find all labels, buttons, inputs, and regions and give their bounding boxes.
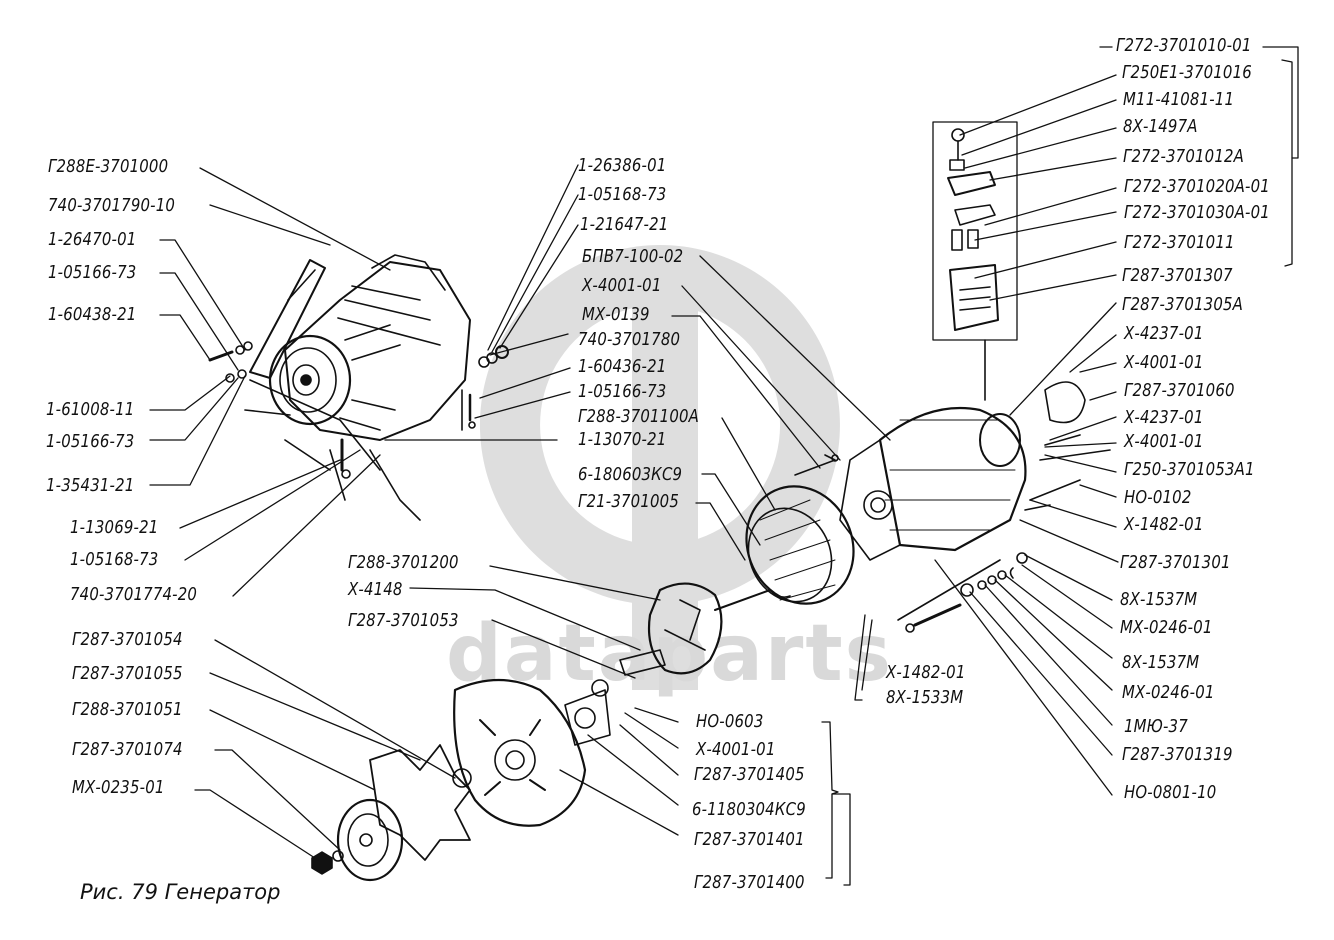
part-label: Г287-3701305А	[1122, 294, 1244, 315]
part-label: МХ-0246-01	[1122, 682, 1215, 703]
part-label: Г288-3701200	[348, 552, 459, 573]
part-label: Х-1482-01	[886, 662, 966, 683]
part-label: 1-26470-01	[48, 229, 137, 250]
part-label: Х-4148	[348, 579, 403, 600]
part-label: 1-13069-21	[70, 517, 159, 538]
part-label: Г21-3701005	[578, 491, 679, 512]
part-label: БПВ7-100-02	[582, 246, 684, 267]
drive-end-shield	[453, 678, 611, 827]
part-label: 1-60436-21	[578, 356, 667, 377]
part-label: Г287-3701400	[694, 872, 805, 893]
part-label: 8Х-1537М	[1120, 589, 1198, 610]
part-label: 1-05168-73	[70, 549, 159, 570]
watermark-stem	[632, 260, 698, 690]
part-label: МХ-0139	[582, 304, 650, 325]
part-label: Г287-3701307	[1122, 265, 1233, 286]
part-label: Г272-3701020А-01	[1124, 176, 1270, 197]
part-label: НО-0603	[696, 711, 764, 732]
part-label: 740-3701780	[578, 329, 681, 350]
pulley-fan-assembly	[311, 744, 472, 882]
part-label: 8Х-1497А	[1123, 116, 1198, 137]
mounted-generator	[208, 254, 476, 521]
part-label: МХ-0235-01	[72, 777, 165, 798]
stator	[745, 485, 855, 605]
part-label: Х-4237-01	[1124, 323, 1204, 344]
brush-holder-box	[932, 121, 1018, 401]
part-label: Г287-3701060	[1124, 380, 1235, 401]
part-label: Г287-3701405	[694, 764, 805, 785]
part-label: Г250Е1-3701016	[1122, 62, 1252, 83]
part-label: Г288Е-3701000	[48, 156, 169, 177]
part-label: 8Х-1537М	[1122, 652, 1200, 673]
part-label: 1-05166-73	[578, 381, 667, 402]
part-label: Г272-3701012А	[1123, 146, 1245, 167]
part-label: 8Х-1533М	[886, 687, 964, 708]
part-label: Х-4001-01	[582, 275, 662, 296]
part-label: Г288-3701100А	[578, 406, 700, 427]
leader-lines	[149, 46, 1299, 886]
part-label: Х-4001-01	[1124, 352, 1204, 373]
part-label: Г287-3701055	[72, 663, 183, 684]
part-label: Г287-3701074	[72, 739, 183, 760]
part-label: 6-1180304КС9	[692, 799, 806, 820]
figure-caption: Рис. 79 Генератор	[80, 880, 281, 904]
part-label: Г287-3701401	[694, 829, 805, 850]
part-label: Г287-3701053	[348, 610, 459, 631]
part-label: 740-3701774-20	[70, 584, 198, 605]
part-label: Х-1482-01	[1124, 514, 1204, 535]
part-label: Г250-3701053А1	[1124, 459, 1255, 480]
part-label: МХ-0246-01	[1120, 617, 1213, 638]
part-label: 1-05166-73	[46, 431, 135, 452]
part-label: Г288-3701051	[72, 699, 183, 720]
part-label: Х-4237-01	[1124, 407, 1204, 428]
part-label: 1-60438-21	[48, 304, 137, 325]
part-label: 1-05166-73	[48, 262, 137, 283]
through-bolt-and-nuts	[897, 552, 1028, 633]
part-label: Г272-3701010-01	[1116, 35, 1252, 56]
part-label: 1-13070-21	[578, 429, 667, 450]
part-label: Г287-3701054	[72, 629, 183, 650]
part-label: 740-3701790-10	[48, 195, 176, 216]
part-label: Г272-3701011	[1124, 232, 1235, 253]
part-label: 1-26386-01	[578, 155, 667, 176]
part-label: Г287-3701301	[1120, 552, 1231, 573]
part-label: 1-05168-73	[578, 184, 667, 205]
part-label: М11-41081-11	[1123, 89, 1235, 110]
part-label: НО-0801-10	[1124, 782, 1217, 803]
part-label: 1МЮ-37	[1124, 716, 1188, 737]
tension-bracket	[249, 259, 326, 379]
part-label: 1-35431-21	[46, 475, 135, 496]
part-label: Г272-3701030А-01	[1124, 202, 1270, 223]
part-label: НО-0102	[1124, 487, 1192, 508]
part-label: 1-61008-11	[46, 399, 135, 420]
part-label: 6-180603КС9	[578, 464, 683, 485]
part-label: Х-4001-01	[696, 739, 776, 760]
part-label: Х-4001-01	[1124, 431, 1204, 452]
part-label: 1-21647-21	[580, 214, 669, 235]
watermark-text: dataparts	[446, 609, 894, 699]
rotor	[591, 582, 771, 697]
rear-cover-housing	[794, 381, 1111, 561]
watermark-ring	[479, 245, 840, 605]
part-label: Г287-3701319	[1122, 744, 1233, 765]
